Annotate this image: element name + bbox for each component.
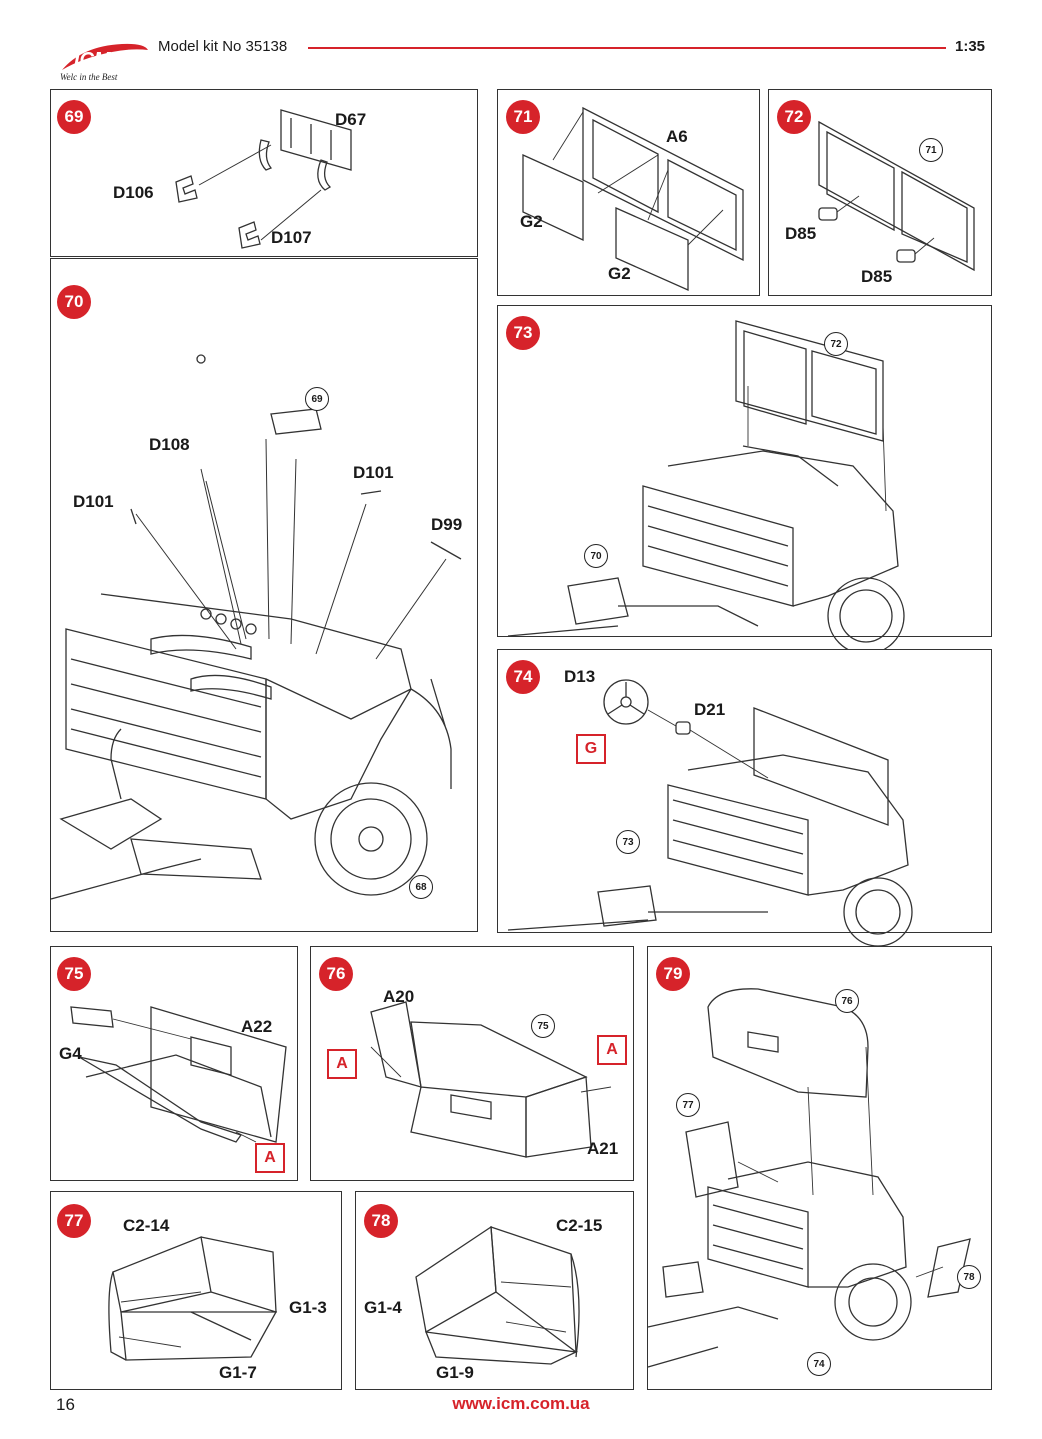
part-label-d101-right: D101 xyxy=(353,463,394,482)
step-77-drawing xyxy=(51,1192,343,1391)
part-label-d107: D107 xyxy=(271,228,312,247)
part-label-a21: A21 xyxy=(587,1139,619,1158)
ref-step-78: 78 xyxy=(957,1265,981,1289)
step-number: 75 xyxy=(57,957,91,991)
part-label-g2-bottom: G2 xyxy=(608,264,631,283)
ref-step-73: 73 xyxy=(616,830,640,854)
step-69-drawing xyxy=(51,90,479,258)
step-72-drawing xyxy=(769,90,993,297)
part-label-g4: G4 xyxy=(59,1044,82,1063)
step-number: 70 xyxy=(57,285,91,319)
ref-step-69: 69 xyxy=(305,387,329,411)
step-number: 69 xyxy=(57,100,91,134)
part-label-d108: D108 xyxy=(149,435,190,454)
ref-step-77: 77 xyxy=(676,1093,700,1117)
step-78-panel: 78 C2-15 G1-4 G1-9 xyxy=(355,1191,634,1390)
ref-step-76: 76 xyxy=(835,989,859,1013)
part-label-g1-3: G1-3 xyxy=(289,1298,327,1317)
brand-text: ICM xyxy=(74,49,112,71)
part-label-d85-right: D85 xyxy=(861,267,893,286)
step-number: 73 xyxy=(506,316,540,350)
part-label-a6: A6 xyxy=(666,127,688,146)
part-label-d101-left: D101 xyxy=(73,492,114,511)
part-label-d21: D21 xyxy=(694,700,726,719)
ref-step-70: 70 xyxy=(584,544,608,568)
step-69-panel: 69 D67 D106 D107 xyxy=(50,89,478,257)
step-75-drawing xyxy=(51,947,299,1182)
step-71-drawing xyxy=(498,90,761,297)
color-marker-a-right: A xyxy=(597,1035,627,1065)
part-label-d13: D13 xyxy=(564,667,596,686)
step-70-panel: 70 D108 D101 D101 D99 69 68 xyxy=(50,258,478,932)
step-70-drawing xyxy=(51,259,479,933)
color-marker-a-left: A xyxy=(327,1049,357,1079)
step-73-drawing xyxy=(498,306,993,638)
step-number: 77 xyxy=(57,1204,91,1238)
kit-title: Model kit No 35138 xyxy=(158,38,288,55)
step-74-panel: 74 D13 D21 G 73 xyxy=(497,649,992,933)
step-number: 74 xyxy=(506,660,540,694)
step-78-drawing xyxy=(356,1192,635,1391)
part-label-d99: D99 xyxy=(431,515,463,534)
step-72-panel: 72 71 D85 D85 xyxy=(768,89,992,296)
color-marker-g: G xyxy=(576,734,606,764)
ref-step-74: 74 xyxy=(807,1352,831,1376)
part-label-g1-4: G1-4 xyxy=(364,1298,402,1317)
step-73-panel: 73 72 70 xyxy=(497,305,992,637)
part-label-a20: A20 xyxy=(383,987,415,1006)
brand-tagline: Welc in the Best xyxy=(60,72,118,82)
part-label-d67: D67 xyxy=(335,110,367,129)
step-number: 78 xyxy=(364,1204,398,1238)
part-label-d106: D106 xyxy=(113,183,154,202)
color-marker-a: A xyxy=(255,1143,285,1173)
ref-step-71: 71 xyxy=(919,138,943,162)
part-label-a22: A22 xyxy=(241,1017,273,1036)
step-number: 71 xyxy=(506,100,540,134)
step-number: 76 xyxy=(319,957,353,991)
step-76-panel: 76 A20 A21 75 A A xyxy=(310,946,634,1181)
step-number: 79 xyxy=(656,957,690,991)
part-label-g2-left: G2 xyxy=(520,212,543,231)
step-74-drawing xyxy=(498,650,993,934)
step-71-panel: 71 A6 G2 G2 xyxy=(497,89,760,296)
part-label-g1-7: G1-7 xyxy=(219,1363,257,1382)
part-label-c2-15: C2-15 xyxy=(556,1216,603,1235)
part-label-d85-left: D85 xyxy=(785,224,817,243)
part-label-g1-9: G1-9 xyxy=(436,1363,474,1382)
step-76-drawing xyxy=(311,947,635,1182)
kit-scale: 1:35 xyxy=(955,38,986,55)
website-link[interactable]: www.icm.com.ua xyxy=(452,1394,590,1413)
page-number: 16 xyxy=(56,1395,75,1414)
brand-logo: ICM Welc in the Best xyxy=(52,40,152,84)
step-77-panel: 77 C2-14 G1-3 G1-7 xyxy=(50,1191,342,1390)
part-label-c2-14: C2-14 xyxy=(123,1216,170,1235)
step-75-panel: 75 A22 G4 A xyxy=(50,946,298,1181)
ref-step-75: 75 xyxy=(531,1014,555,1038)
step-number: 72 xyxy=(777,100,811,134)
step-79-panel: 79 76 77 78 74 xyxy=(647,946,992,1390)
step-79-drawing xyxy=(648,947,993,1391)
header-rule xyxy=(308,47,946,49)
ref-step-68: 68 xyxy=(409,875,433,899)
ref-step-72: 72 xyxy=(824,332,848,356)
